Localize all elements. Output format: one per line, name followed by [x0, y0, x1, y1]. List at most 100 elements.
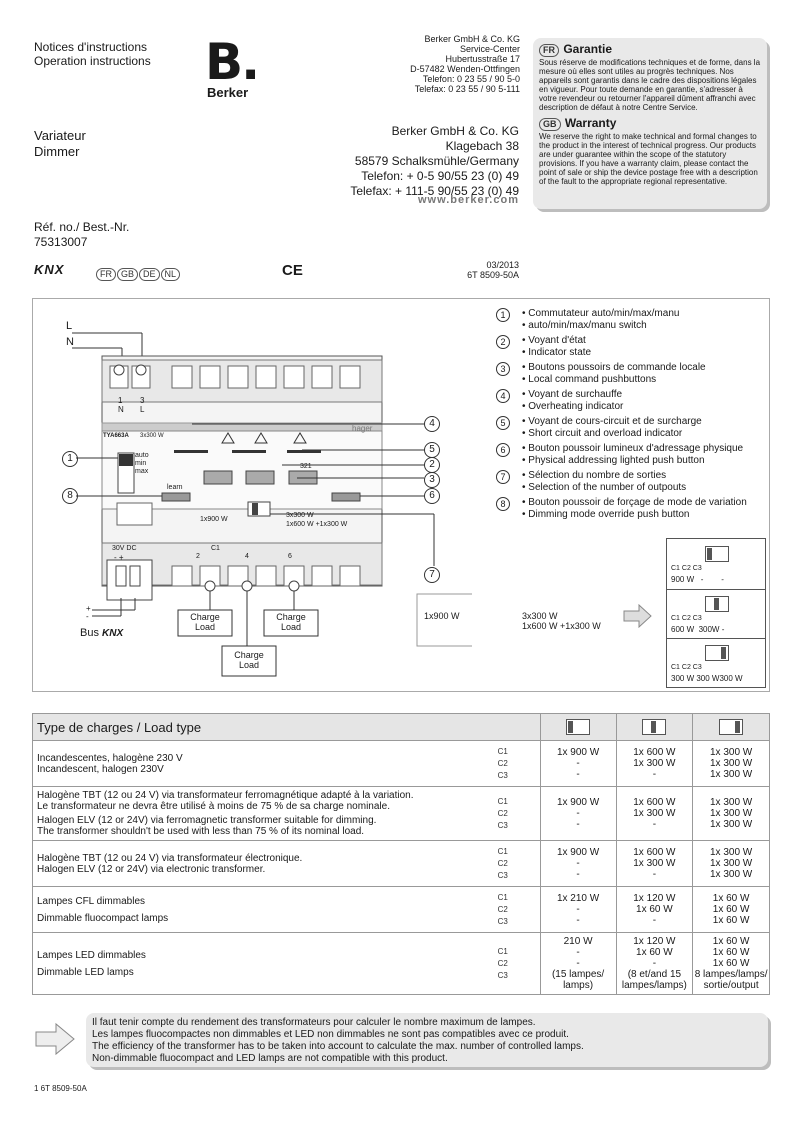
language-badge: NL [160, 268, 181, 281]
legend-number: 6 [496, 443, 510, 457]
option-1-channels: C1 C2 C3 [671, 565, 702, 572]
description-line: Halogen ELV (12 or 24V) via ferromagneti… [37, 815, 377, 826]
selector-1x900: 1x900 W [200, 516, 228, 523]
terminal-1-n: N [118, 405, 124, 414]
legend-text-fr: • Voyant de surchauffe [522, 389, 623, 400]
channel-label: C2 [497, 758, 508, 768]
legend-text-en: • Selection of the number of outpouts [522, 482, 687, 493]
doc-code: 6T 8509-50A [467, 270, 519, 280]
legend-text-en: • Dimming mode override push button [522, 509, 690, 520]
option-3-channels: C1 C2 C3 [671, 664, 702, 671]
terminal-3: 3 [140, 396, 145, 405]
description-line: Incandescentes, halogène 230 V [37, 752, 183, 764]
switch-icon-2 [705, 596, 729, 612]
legend-text-fr: • Bouton poussoir de forçage de mode de … [522, 497, 747, 508]
callout-1: 1 [62, 451, 78, 467]
load-value-line: - [576, 769, 580, 780]
terminal-3-l: L [140, 405, 145, 414]
channel-label: C1 [497, 796, 508, 806]
load-value-line: - [652, 819, 657, 830]
switch-icon-col1 [566, 719, 591, 735]
language-badge: FR [96, 268, 116, 281]
legend-number: 1 [496, 308, 510, 322]
channel-label: C2 [497, 808, 508, 818]
warranty-fr-heading: FR Garantie [539, 42, 761, 57]
website: www.berker.com [417, 194, 519, 206]
load-value-line: 1x 60 W [712, 958, 750, 969]
out-c1-label: C1 [211, 545, 220, 552]
load-value-line: - [652, 915, 657, 926]
option-1-values: 900 W - - [671, 575, 724, 584]
channel-label: C3 [497, 770, 508, 780]
legend-text-fr: • Voyant de cours-circuit et de surcharg… [522, 416, 702, 427]
description-line: Lampes CFL dimmables [37, 895, 146, 907]
bus-text: Bus [80, 627, 99, 639]
load-value-line: - [652, 869, 657, 880]
load-value-line: 1x 600 W [633, 797, 676, 808]
load-value-line: 210 W [563, 936, 593, 947]
out-2: 2 [196, 553, 200, 560]
load-value-line: - [576, 758, 580, 769]
dc-label: 30V DC [112, 545, 137, 552]
load-value-line: (15 lampes/ [551, 969, 605, 980]
notice-title-fr: Notices d'instructions [34, 40, 148, 54]
description-line: Lampes LED dimmables [37, 949, 146, 961]
load-value-line: - [576, 915, 580, 926]
load-value-line: 1x 300 W [710, 808, 753, 819]
load-2: Load [280, 622, 302, 632]
main-address-line: 58579 Schalksmühle/Germany [354, 154, 519, 168]
channel-label: C3 [497, 970, 508, 980]
logo-text: Berker [207, 85, 249, 100]
load-value-line: - [576, 808, 580, 819]
load-value-line: 1x 60 W [636, 947, 673, 958]
legend-text-fr: • Bouton poussoir lumineux d'adressage p… [522, 443, 744, 454]
charge-3: Charge [234, 650, 264, 660]
load-value-line: 1x 60 W [636, 904, 673, 915]
channel-label: C2 [497, 858, 508, 868]
load-value-line: 1x 300 W [710, 797, 753, 808]
load-value-line: 1x 300 W [710, 847, 753, 858]
dc-polarity: - + [114, 553, 124, 562]
terminal-1: 1 [118, 396, 123, 405]
load-value-line: 1x 60 W [712, 915, 750, 926]
legend-text-fr: • Voyant d'état [522, 335, 586, 346]
load-value-line: - [576, 869, 580, 880]
table-title: Type de charges / Load type [32, 713, 541, 741]
warranty-fr-title: Garantie [563, 42, 613, 56]
load-value-line: - [576, 819, 580, 830]
load-value-v1: 210 W--(15 lampes/lamps) [539, 932, 617, 995]
service-address-line: Telefon: 0 23 55 / 90 5-0 [422, 74, 520, 84]
callout-5: 5 [424, 442, 440, 458]
load-value-line: 1x 300 W [710, 758, 753, 769]
load-value-line: 1x 120 W [633, 936, 676, 947]
switch-icon-col2 [642, 719, 667, 735]
button-numbers: 321 [300, 463, 312, 470]
service-address-line: Berker GmbH & Co. KG [424, 34, 520, 44]
legend-number: 7 [496, 470, 510, 484]
selector-mixed: 1x600 W +1x300 W [286, 521, 348, 528]
option-3-values: 300 W 300 W300 W [671, 674, 743, 683]
device-model-rating: 3x300 W [140, 433, 164, 439]
description-line: The transformer shouldn't be used with l… [37, 826, 365, 837]
note-line: Les lampes fluocompactes non dimmables e… [92, 1029, 569, 1040]
learn-label: learn [167, 484, 183, 491]
zoom-3x300: 3x300 W [522, 611, 558, 621]
channel-label: C1 [497, 892, 508, 902]
ref-label: Réf. no./ Best.-Nr. [34, 220, 130, 234]
service-address-line: Service-Center [459, 44, 520, 54]
service-address-line: D-57482 Wenden-Ottfingen [410, 64, 520, 74]
load-value-line: 1x 300 W [710, 869, 753, 880]
legend-item: 6 • Bouton poussoir lumineux d'adressage … [496, 443, 768, 467]
